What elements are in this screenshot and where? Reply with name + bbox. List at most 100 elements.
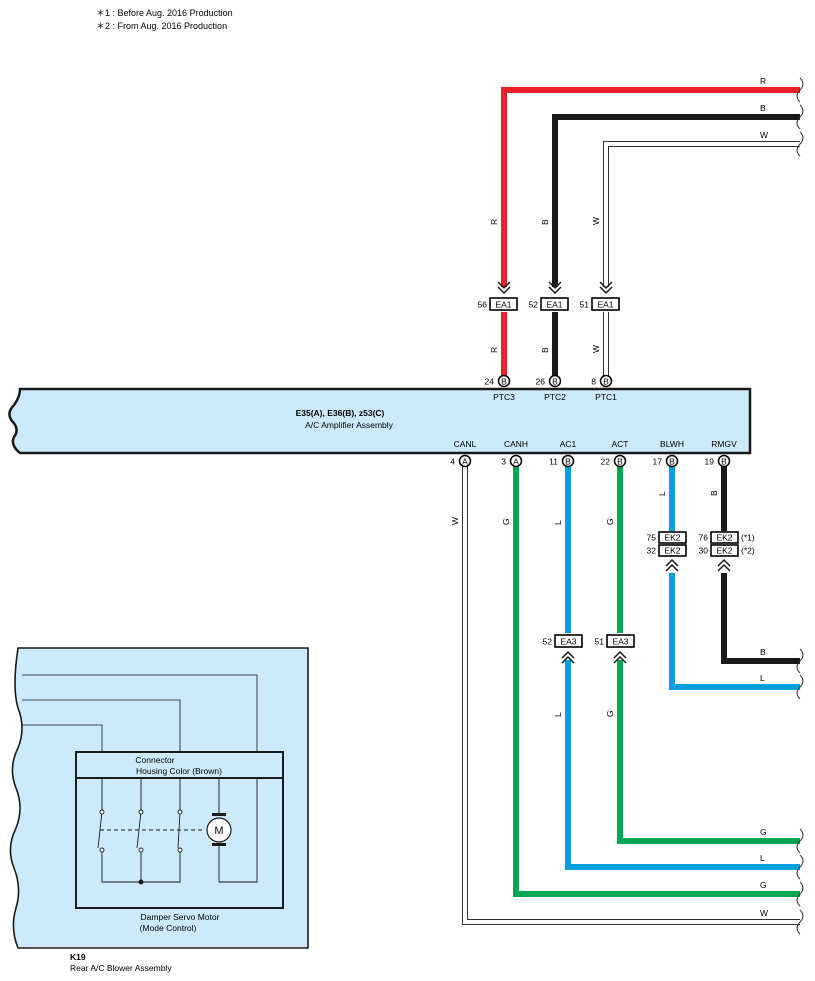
pin-ac1: B 11 — [549, 454, 575, 468]
wire-b-rmgv — [721, 466, 800, 664]
wire-label-g-canh: G — [501, 518, 511, 525]
svg-text:(*2): (*2) — [741, 546, 755, 556]
right-label-g-1: G — [760, 827, 767, 837]
right-label-b: B — [760, 103, 766, 113]
pin-ptc1: B 8 PTC1 — [591, 374, 617, 402]
pin-act: B 22 — [601, 454, 627, 468]
svg-text:PTC2: PTC2 — [544, 392, 566, 402]
wire-w-canl — [462, 466, 800, 925]
svg-text:B: B — [603, 377, 609, 387]
amplifier-title: E35(A), E36(B), z53(C) — [296, 408, 385, 418]
wire-label-r-lower: R — [489, 347, 499, 353]
switch-contacts — [99, 809, 183, 853]
svg-text:B: B — [501, 377, 507, 387]
wire-label-w-upper: W — [591, 217, 601, 225]
connector-housing-color: Housing Color (Brown) — [136, 766, 222, 776]
svg-text:51: 51 — [595, 637, 605, 647]
servo-motor-label: Damper Servo Motor — [141, 912, 220, 922]
svg-text:EK2: EK2 — [716, 533, 732, 543]
right-label-r: R — [760, 76, 766, 86]
note-2: ＊2 : From Aug. 2016 Production — [96, 21, 227, 31]
svg-text:A: A — [462, 457, 468, 467]
blower-name: Rear A/C Blower Assembly — [70, 963, 172, 973]
svg-text:EA3: EA3 — [612, 637, 628, 647]
svg-text:19: 19 — [705, 457, 715, 467]
connector-ek2-rmgv: EK2 EK2 76 30 (*1) (*2) — [699, 531, 755, 557]
svg-text:76: 76 — [699, 533, 709, 543]
svg-text:EK2: EK2 — [664, 546, 680, 556]
svg-text:A: A — [513, 457, 519, 467]
right-label-g-2: G — [760, 880, 767, 890]
pin-name-canh: CANH — [504, 439, 528, 449]
note-1: ＊1 : Before Aug. 2016 Production — [96, 8, 233, 18]
svg-text:B: B — [565, 457, 571, 467]
pin-name-rmgv: RMGV — [711, 439, 737, 449]
svg-text:32: 32 — [647, 546, 657, 556]
wire-label-b-rmgv: B — [709, 490, 719, 496]
wire-label-b-upper: B — [540, 219, 550, 225]
pin-name-ac1: AC1 — [560, 439, 577, 449]
svg-text:17: 17 — [653, 457, 663, 467]
connector-ea1-56: EA1 56 — [478, 297, 518, 311]
svg-text:(*1): (*1) — [741, 533, 755, 543]
wire-g-act — [617, 466, 800, 844]
svg-text:PTC3: PTC3 — [493, 392, 515, 402]
blower-id: K19 — [70, 952, 86, 962]
svg-text:30: 30 — [699, 546, 709, 556]
svg-text:EA3: EA3 — [560, 637, 576, 647]
wire-label-l-ac1-upper: L — [553, 520, 563, 525]
amplifier-subtitle: A/C Amplifier Assembly — [305, 420, 394, 430]
connector-ea1-52: EA1 52 — [529, 297, 569, 311]
pin-ptc2: B 26 PTC2 — [536, 374, 566, 402]
svg-text:B: B — [617, 457, 623, 467]
pin-rmgv: B 19 — [705, 454, 731, 468]
svg-text:M: M — [214, 825, 223, 837]
wire-label-l-blwh: L — [657, 491, 667, 496]
svg-text:B: B — [552, 377, 558, 387]
svg-text:24: 24 — [485, 377, 495, 387]
break-mark-top — [796, 77, 804, 157]
right-label-l-1: L — [760, 853, 765, 863]
wire-w-top — [603, 141, 800, 376]
pin-name-canl: CANL — [454, 439, 477, 449]
junction-dot — [138, 879, 144, 885]
svg-text:56: 56 — [478, 300, 488, 310]
wire-label-l-ac1-lower: L — [553, 712, 563, 717]
pin-ptc3: B 24 PTC3 — [485, 374, 515, 402]
wire-label-w-lower: W — [591, 345, 601, 353]
amplifier-box — [8, 387, 752, 455]
svg-text:8: 8 — [591, 377, 596, 387]
svg-text:52: 52 — [543, 637, 553, 647]
pin-name-act: ACT — [612, 439, 629, 449]
right-label-l-mid: L — [760, 673, 765, 683]
connector-arrow-up-icon — [561, 558, 731, 664]
svg-text:75: 75 — [647, 533, 657, 543]
svg-text:22: 22 — [601, 457, 611, 467]
svg-text:3: 3 — [501, 457, 506, 467]
connector-ek2-blwh: EK2 EK2 75 32 — [647, 531, 687, 557]
pin-name-blwh: BLWH — [660, 439, 684, 449]
connector-ea3-51: EA3 51 — [595, 634, 635, 648]
svg-text:51: 51 — [580, 300, 590, 310]
right-label-w-1: W — [760, 908, 768, 918]
wire-label-r-upper: R — [489, 219, 499, 225]
wire-g-canh — [513, 466, 800, 897]
connector-arrow-icon — [497, 281, 613, 295]
connector-ea1-51: EA1 51 — [580, 297, 620, 311]
svg-text:EA1: EA1 — [597, 300, 613, 310]
svg-text:B: B — [669, 457, 675, 467]
motor-icon: M — [206, 813, 232, 846]
servo-motor-mode: (Mode Control) — [140, 923, 197, 933]
svg-text:EK2: EK2 — [664, 533, 680, 543]
svg-text:52: 52 — [529, 300, 539, 310]
break-mark-bottom — [796, 648, 804, 935]
svg-text:EK2: EK2 — [716, 546, 732, 556]
pin-canh: A 3 — [501, 454, 523, 468]
svg-text:B: B — [721, 457, 727, 467]
connector-label: Connector — [135, 755, 174, 765]
svg-text:26: 26 — [536, 377, 546, 387]
pin-canl: A 4 — [450, 454, 472, 468]
wire-label-b-lower: B — [540, 347, 550, 353]
connector-ea3-52: EA3 52 — [543, 634, 583, 648]
